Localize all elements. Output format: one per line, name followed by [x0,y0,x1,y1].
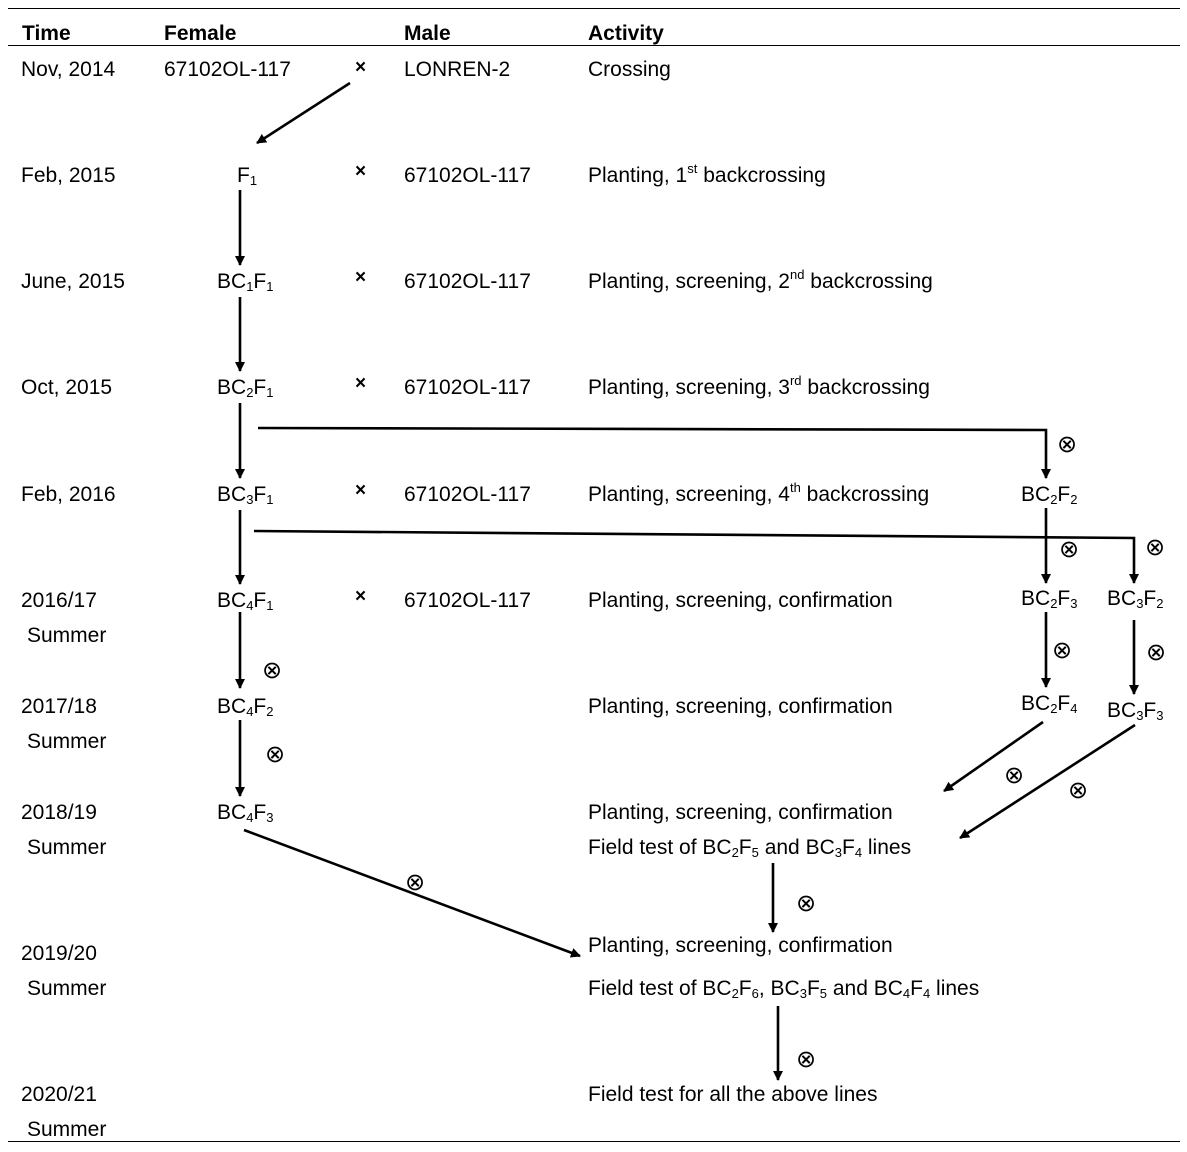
generation-bc3f3: BC3F3 [1107,699,1164,723]
cross-symbol: × [355,267,367,288]
time-cell: 2020/21 [21,1083,97,1106]
time-cell: 2019/20 [21,942,97,965]
activity-cell: Planting, screening, confirmation [588,934,893,957]
selfing-symbol: ⊗ [1146,639,1167,666]
time-cell: Oct, 2015 [21,376,113,399]
activity-cell: Planting, screening, confirmation [588,589,893,612]
selfing-symbol: ⊗ [1059,536,1080,563]
header-rule [8,45,1180,46]
selfing-symbol: ⊗ [796,890,817,917]
activity-cell: Planting, 1st backcrossing [588,161,826,187]
activity-cell: Planting, screening, 3rd backcrossing [588,373,930,399]
cross-symbol: × [355,57,367,78]
generation-bc4f1: BC4F1 [217,589,274,613]
recurrent-parent: 67102OL-117 [404,376,531,399]
activity-cell: Planting, screening, 4th backcrossing [588,480,930,506]
activity-cell: Planting, screening, 2nd backcrossing [588,267,933,293]
female-parent: 67102OL-117 [164,58,291,81]
arrow-bc3f3-to-field-test [959,723,1136,840]
generation-bc1f1: BC1F1 [217,270,274,294]
selfing-symbol: ⊗ [1145,534,1166,561]
arrow-bc4f3-to-2019 [243,828,581,958]
time-cell: 2016/17 [21,589,97,612]
selfing-symbol: ⊗ [1057,431,1078,458]
time-season: Summer [27,1118,107,1141]
selfing-symbol: ⊗ [796,1046,817,1073]
activity-cell: Planting, screening, confirmation [588,695,893,718]
header-activity: Activity [588,22,664,45]
cross-symbol: × [355,586,367,607]
generation-bc4f3: BC4F3 [217,801,274,825]
arrow-bc3f1-to-bc3f2 [253,529,1139,584]
time-cell: 2017/18 [21,695,97,718]
bottom-rule [8,1141,1180,1142]
activity-field-test: Field test of BC2F5 and BC3F4 lines [588,836,912,860]
header-time: Time [22,22,71,45]
generation-f1: F1 [237,164,258,188]
selfing-symbol: ⊗ [265,741,286,768]
activity-cell: Crossing [588,58,671,81]
generation-bc2f2: BC2F2 [1021,483,1078,507]
recurrent-parent: 67102OL-117 [404,483,531,506]
time-cell: Feb, 2015 [21,164,116,187]
generation-bc4f2: BC4F2 [217,695,274,719]
generation-bc3f2: BC3F2 [1107,587,1164,611]
arrow-bc2f1-to-bc2f2 [257,426,1051,479]
selfing-symbol: ⊗ [405,869,426,896]
generation-bc2f3: BC2F3 [1021,587,1078,611]
activity-cell: Planting, screening, confirmation [588,801,893,824]
cross-symbol: × [355,161,367,182]
header-male: Male [404,22,451,45]
cross-symbol: × [355,480,367,501]
arrow-cross-to-f1 [256,81,351,145]
recurrent-parent: 67102OL-117 [404,164,531,187]
header-female: Female [164,22,237,45]
time-season: Summer [27,836,107,859]
selfing-symbol: ⊗ [1052,637,1073,664]
time-cell: Feb, 2016 [21,483,116,506]
selfing-symbol: ⊗ [262,657,283,684]
male-parent: LONREN-2 [404,58,511,81]
time-cell: Nov, 2014 [21,58,116,81]
time-season: Summer [27,977,107,1000]
time-cell: 2018/19 [21,801,97,824]
generation-bc3f1: BC3F1 [217,483,274,507]
time-cell: June, 2015 [21,270,125,293]
top-rule [8,8,1180,9]
activity-cell: Field test for all the above lines [588,1083,878,1106]
selfing-symbol: ⊗ [1004,762,1025,789]
selfing-symbol: ⊗ [1068,777,1089,804]
recurrent-parent: 67102OL-117 [404,270,531,293]
generation-bc2f4: BC2F4 [1021,692,1078,716]
time-season: Summer [27,730,107,753]
time-season: Summer [27,624,107,647]
arrow-bc2f4-to-field-test [943,720,1044,793]
cross-symbol: × [355,373,367,394]
recurrent-parent: 67102OL-117 [404,589,531,612]
activity-field-test: Field test of BC2F6, BC3F5 and BC4F4 lin… [588,977,980,1001]
generation-bc2f1: BC2F1 [217,376,274,400]
